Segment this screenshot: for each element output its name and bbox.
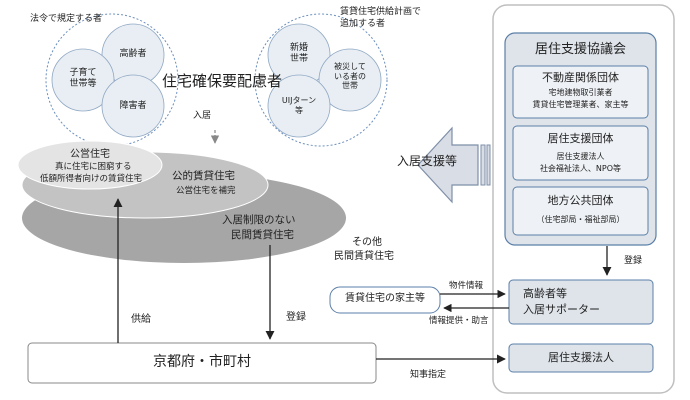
nyukyo-label: 入居 — [193, 111, 212, 121]
realestate-desc1: 宅地建物取引業者 — [548, 88, 613, 97]
public-housing-desc1: 真に住宅に困窮する — [55, 162, 132, 172]
plan-label-line1: 賃貸住宅供給計画で — [340, 7, 422, 17]
support-org-desc2: 社会福祉法人、NPO等 — [539, 164, 622, 173]
circle-newlywed-label: 新婚 世帯 — [289, 43, 308, 64]
corp-label: 居住支援法人 — [548, 351, 614, 364]
supply-label: 供給 — [131, 314, 151, 325]
realestate-title: 不動産関係団体 — [542, 71, 619, 84]
plan-label-line2: 追加する者 — [340, 19, 386, 29]
plan-dashed-circle — [254, 13, 388, 147]
register-left-label: 登録 — [286, 312, 306, 323]
register-right-label: 登録 — [624, 256, 643, 266]
elder-supporter-line1: 高齢者等 — [523, 287, 567, 300]
corp-box — [508, 343, 654, 373]
realestate-desc2: 賃貸住宅管理業者、家主等 — [532, 100, 629, 109]
elder-supporter-box — [508, 279, 654, 325]
realestate-box — [512, 65, 649, 119]
governor-label: 知事指定 — [410, 370, 447, 380]
landlord-box — [329, 286, 441, 314]
kyoto-label: 京都府・市町村 — [153, 354, 251, 370]
support-org-title: 居住支援団体 — [547, 132, 614, 145]
local-gov-title: 地方公共団体 — [547, 194, 614, 207]
info-advice-label: 情報提供・助言 — [429, 316, 489, 326]
circle-disaster — [318, 48, 382, 112]
elder-supporter-line2: 入居サポーター — [523, 303, 600, 316]
other-line1: その他 — [352, 237, 382, 248]
circle-uij-label: UIJターン 等 — [281, 96, 317, 115]
legal-dashed-circle — [45, 13, 179, 147]
circle-disabled-label: 障害者 — [119, 101, 147, 111]
public-rental-desc: 公営住宅を補完 — [176, 186, 236, 196]
support-org-box — [512, 125, 649, 181]
private-line2: 民間賃貸住宅 — [231, 229, 294, 241]
public-housing-desc2: 低額所得者向けの賃貸住宅 — [40, 174, 143, 184]
local-gov-box — [512, 186, 649, 236]
public-housing-title: 公営住宅 — [70, 149, 110, 160]
circle-disabled — [101, 74, 165, 138]
legal-label: 法令で規定する者 — [30, 14, 103, 24]
circle-child-label: 子育て 世帯等 — [69, 68, 97, 89]
circle-child — [51, 48, 115, 112]
other-line2: 民間賃貸住宅 — [334, 251, 394, 262]
main-title: 住宅確保要配慮者 — [162, 72, 283, 90]
circle-uij — [267, 74, 331, 138]
circle-disaster-label: 被災して いる者の 世帯 — [334, 62, 366, 91]
council-title: 居住支援協議会 — [534, 42, 626, 57]
local-gov-desc: （住宅部局・福祉部局） — [536, 215, 625, 224]
public-housing-ellipse — [17, 140, 163, 190]
property-info-label: 物件情報 — [449, 281, 484, 291]
kyoto-box — [27, 342, 377, 384]
support-arrow-shape — [417, 126, 491, 204]
support-arrow-label: 入居支援等 — [397, 154, 458, 168]
landlord-label: 賃貸住宅の家主等 — [345, 293, 425, 304]
support-org-desc1: 居住支援法人 — [556, 152, 605, 161]
public-rental-title: 公的賃貸住宅 — [172, 170, 235, 182]
private-line1: 入居制限のない — [222, 214, 296, 226]
circle-elderly-label: 高齢者 — [119, 49, 147, 59]
